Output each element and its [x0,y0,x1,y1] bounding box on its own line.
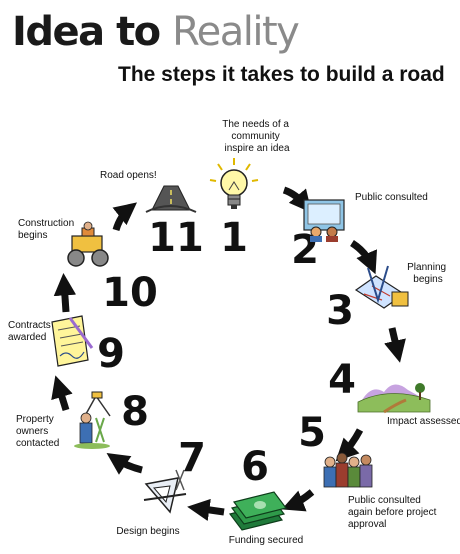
page-subtitle: The steps it takes to build a road [118,63,445,86]
step-label-10: Construction begins [18,218,77,241]
step-label-5: Impact assessed [387,416,460,427]
contract-icon [51,315,94,367]
step-label-7: Design begins [116,526,179,537]
step-number-10: 10 [102,270,158,316]
meeting-icon [303,199,345,242]
blueprint-icon [354,265,409,309]
page-title: Idea to Reality [12,8,300,56]
step-label-1: The needs of a community inspire an idea [222,119,292,154]
landscape-icon [357,383,431,414]
arrow-funding-to-7 [187,498,225,521]
arrow-3-to-4 [384,327,406,363]
step-label-11: Road opens! [100,170,157,181]
step-label-9: Contracts awarded [8,320,54,343]
arrow-9-to-10 [53,273,77,313]
step-number-3: 3 [326,288,354,334]
step-number-8: 8 [121,389,149,435]
crowd-icon [323,452,373,488]
title-bold: Idea to [12,9,161,55]
arrow-5-to-6 [335,428,364,462]
step-number-11: 11 [148,215,204,261]
money-icon [228,491,288,531]
arrow-8-to-9 [51,375,73,412]
title-light: Reality [172,9,300,55]
arrow-10-to-11 [112,202,137,232]
step-number-9: 9 [97,331,125,377]
arrow-1-to-2 [282,186,312,213]
step-numbers: 1 2 3 4 5 6 7 8 9 10 11 [97,215,356,490]
drafting-tools-icon [143,469,187,514]
lightbulb-icon [209,158,259,209]
step-label-6: Public consulted again before project ap… [348,495,439,530]
step-labels: The needs of a community inspire an idea… [8,119,460,546]
arrow-6-to-funding [281,489,315,512]
surveyor-icon [74,391,111,449]
cycle-arrows [51,186,406,521]
step-number-6: 6 [241,444,269,490]
step-number-5: 5 [298,410,326,456]
step-label-8: Property owners contacted [16,414,59,449]
step-label-3: Planning begins [407,262,449,285]
step-number-4: 4 [328,357,356,403]
arrow-2-to-3 [350,240,377,275]
step-number-1: 1 [220,215,248,261]
step-label-2: Public consulted [355,192,428,203]
step-label-funding: Funding secured [229,535,304,546]
road-icon [145,185,197,213]
roller-icon [67,221,109,267]
arrow-7-to-8 [106,453,143,475]
